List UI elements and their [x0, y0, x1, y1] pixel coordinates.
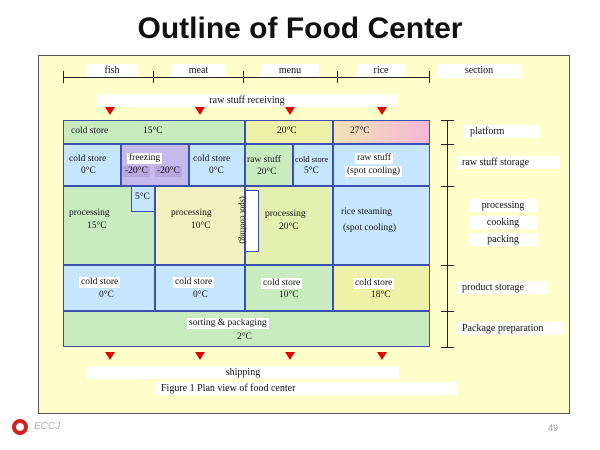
rice-steaming-note: (spot cooling) — [343, 223, 397, 233]
dimension-tick — [441, 120, 454, 121]
section-cooking: cooking — [469, 216, 537, 229]
down-arrow-icon — [285, 352, 295, 360]
ps1-temp: 0°C — [99, 290, 114, 300]
cs3-label: cold store — [295, 154, 329, 164]
shipping-label: shipping — [87, 366, 399, 379]
section-packing: packing — [469, 233, 537, 246]
rice-steaming-cell — [333, 186, 430, 265]
dimension-tick — [429, 71, 430, 83]
down-arrow-icon — [105, 107, 115, 115]
cs3-temp: 5°C — [304, 166, 319, 176]
cs1-label: cold store — [69, 154, 107, 164]
slide-title: Outline of Food Center — [137, 12, 463, 45]
header-fish: fish — [87, 64, 137, 78]
sorting-label: sorting & packaging — [187, 318, 269, 329]
proc1-label: processing — [69, 208, 110, 218]
rice-steaming-label: rice steaming — [341, 207, 392, 217]
down-arrow-icon — [195, 107, 205, 115]
ps2-temp: 0°C — [193, 290, 208, 300]
product-cold-store-1 — [63, 265, 155, 311]
down-arrow-icon — [285, 107, 295, 115]
freezing-temp-1: -20°C — [123, 166, 150, 177]
dimension-tick — [337, 71, 338, 83]
eccj-logo-text: ECCJ — [34, 421, 61, 432]
raw-stuff-2-note: (spot cooling) — [345, 166, 403, 177]
dimension-tick — [441, 186, 454, 187]
small-cell-temp: 5°C — [135, 192, 150, 202]
sorting-packaging-cell — [63, 311, 430, 347]
proc1-temp: 15°C — [87, 221, 107, 231]
processing-meat — [155, 186, 245, 265]
section-platform: platform — [464, 125, 540, 138]
ps4-label: cold store — [353, 278, 395, 289]
dimension-tick — [243, 71, 244, 83]
raw-stuff-menu — [245, 144, 293, 186]
down-arrow-icon — [377, 352, 387, 360]
dimension-tick — [441, 311, 454, 312]
platform-temp-15: 15°C — [143, 126, 163, 136]
proc2-label: processing — [171, 208, 212, 218]
section-processing: processing — [469, 199, 537, 212]
platform-cell-cold — [63, 120, 245, 144]
freezing-cell — [121, 144, 189, 186]
dimension-line — [63, 77, 429, 78]
down-arrow-icon — [377, 107, 387, 115]
page-number: 49 — [548, 423, 559, 433]
product-cold-store-2 — [155, 265, 245, 311]
raw-stuff-rice — [333, 144, 430, 186]
ps4-temp: 18°C — [371, 290, 391, 300]
proc3-temp: 20°C — [279, 222, 299, 232]
raw-cold-store-menu — [293, 144, 333, 186]
raw-stuff-1-temp: 20°C — [257, 167, 277, 177]
ps2-label: cold store — [173, 277, 215, 288]
raw-stuff-2-label: raw stuff — [355, 153, 393, 164]
header-meat: meat — [171, 64, 226, 78]
dimension-tick — [441, 144, 454, 145]
spot-cooling-vertical: (spot cooling) — [238, 196, 249, 244]
small-cold-cell — [131, 186, 155, 212]
figure-caption: Figure 1 Plan view of food center — [155, 382, 457, 395]
eccj-logo-icon — [12, 419, 28, 435]
platform-cell-20 — [245, 120, 333, 144]
sorting-temp: 2°C — [237, 332, 252, 342]
proc3-label: processing — [265, 209, 306, 219]
spot-cooling-strip — [245, 190, 259, 252]
section-package-prep: Package preparation — [458, 322, 564, 335]
ps3-label: cold store — [261, 278, 303, 289]
receiving-label: raw stuff receiving — [97, 94, 397, 107]
section-dimension-line — [447, 120, 448, 347]
section-raw-storage: raw stuff storage — [458, 156, 560, 169]
down-arrow-icon — [105, 352, 115, 360]
freezing-label: freezing — [127, 153, 163, 164]
cs1-temp: 0°C — [81, 166, 96, 176]
platform-temp-27: 27°C — [350, 126, 370, 136]
down-arrow-icon — [195, 352, 205, 360]
header-rice: rice — [357, 64, 405, 78]
platform-cell-27 — [333, 120, 430, 144]
food-center-diagram: fish meat menu rice section raw stuff re… — [38, 55, 570, 414]
proc2-temp: 10°C — [191, 221, 211, 231]
cs2-label: cold store — [193, 154, 231, 164]
ps3-temp: 10°C — [279, 290, 299, 300]
section-product-storage: product storage — [458, 281, 548, 294]
header-section: section — [437, 64, 521, 78]
ps1-label: cold store — [79, 277, 121, 288]
dimension-tick — [63, 71, 64, 83]
dimension-tick — [441, 347, 454, 348]
raw-cold-store-meat — [189, 144, 245, 186]
raw-cold-store-fish — [63, 144, 121, 186]
platform-temp-20: 20°C — [277, 126, 297, 136]
freezing-temp-2: -20°C — [155, 166, 182, 177]
dimension-tick — [153, 71, 154, 83]
raw-stuff-1-label: raw stuff — [247, 155, 281, 165]
header-menu: menu — [261, 64, 319, 78]
platform-cold-store-label: cold store — [71, 126, 109, 136]
cs2-temp: 0°C — [209, 166, 224, 176]
dimension-tick — [441, 265, 454, 266]
